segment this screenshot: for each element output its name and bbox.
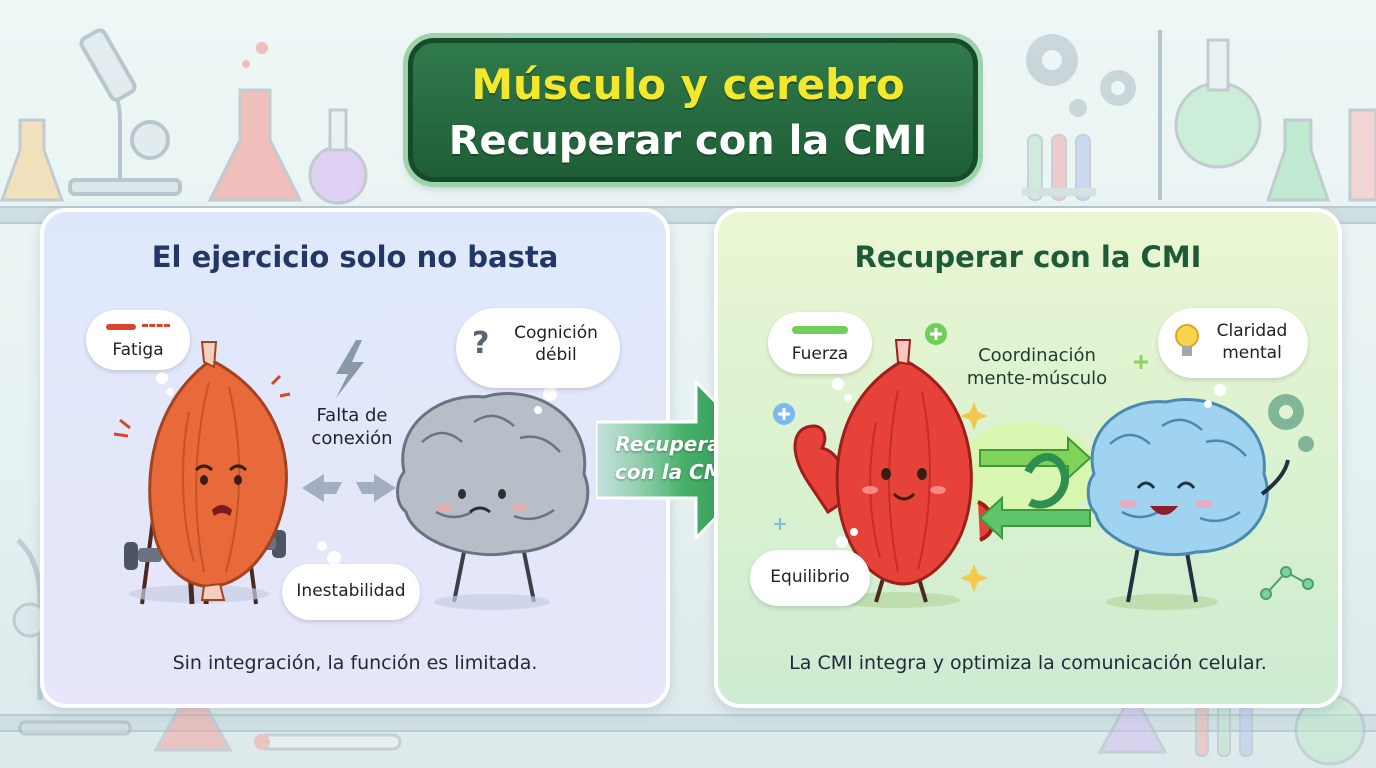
lightning-icon: [336, 340, 364, 398]
question-mark-icon: ?: [472, 326, 490, 361]
plus-icon: [773, 403, 795, 425]
instability-label: Inestabilidad: [296, 581, 406, 601]
recover-arrow-label: Recuperar con la CMI: [614, 432, 732, 484]
gray-brain-character: [396, 392, 590, 610]
gear-icon: [1268, 394, 1314, 452]
clarity-thought-bubble: Claridad mental: [1158, 308, 1308, 378]
clarity-label: Claridad mental: [1216, 321, 1288, 363]
microscope-icon: [68, 28, 182, 196]
balance-thought-bubble: Equilibrio: [750, 550, 870, 606]
plus-icon: [774, 518, 786, 530]
sparkle-icon: [960, 564, 988, 592]
title-banner: Músculo y cerebro Recuperar con la CMI: [378, 30, 998, 182]
sparkle-icon: [960, 402, 988, 430]
lab-shelf-bottom: [0, 714, 1376, 732]
instability-thought-bubble: Inestabilidad: [282, 564, 420, 620]
left-panel-caption: Sin integración, la función es limitada.: [172, 652, 538, 674]
tired-muscle-character: [113, 341, 291, 605]
fatigue-low-bar-icon: [106, 324, 136, 330]
fatigue-label: Fatiga: [112, 340, 164, 360]
cognition-label: Cognición débil: [514, 323, 598, 365]
coordination-label: Coordinación mente-músculo: [966, 345, 1108, 389]
microscope-icon: [12, 538, 132, 736]
left-illustration: [113, 340, 590, 610]
thermometer-icon: [254, 733, 402, 751]
strength-label: Fuerza: [791, 344, 849, 364]
disconnect-label: Falta de conexión: [311, 405, 393, 449]
left-panel-heading: El ejercicio solo no basta: [151, 240, 559, 274]
right-illustration: [773, 323, 1314, 610]
molecule-icon: [1260, 566, 1314, 600]
round-flask-icon: [1158, 30, 1376, 202]
right-panel-heading: Recuperar con la CMI: [854, 240, 1202, 274]
flask-icon: [153, 704, 233, 752]
strength-thought-bubble: Fuerza: [768, 312, 872, 374]
lightbulb-icon: [1175, 324, 1199, 356]
right-panel-caption: La CMI integra y optimiza la comunicació…: [789, 652, 1267, 674]
test-tubes-icon: [1022, 134, 1096, 201]
title-plate: [408, 38, 978, 182]
test-tubes-icon: [1195, 705, 1253, 757]
blue-brain-character: [1086, 397, 1290, 610]
panel-recover-cmi: Recuperar con la CMI: [714, 208, 1342, 708]
dumbbell-icon: [124, 530, 286, 570]
plus-icon: [925, 323, 947, 345]
balance-label: Equilibrio: [770, 567, 850, 587]
title-line-2: Recuperar con la CMI: [448, 118, 928, 164]
plus-icon: [1134, 355, 1148, 369]
broken-link-arrows: [302, 474, 396, 502]
coordination-arrows: [978, 435, 1092, 541]
title-line-1: Músculo y cerebro: [471, 60, 905, 109]
gear-icon: [1026, 34, 1136, 117]
fatigue-thought-bubble: Fatiga: [86, 310, 190, 370]
panel-exercise-alone: El ejercicio solo no basta: [40, 208, 670, 708]
flask-icon: [0, 42, 368, 205]
strength-full-bar-icon: [792, 326, 848, 334]
cognition-thought-bubble: ? Cognición débil: [456, 308, 620, 388]
flask-icon: [1097, 704, 1168, 754]
